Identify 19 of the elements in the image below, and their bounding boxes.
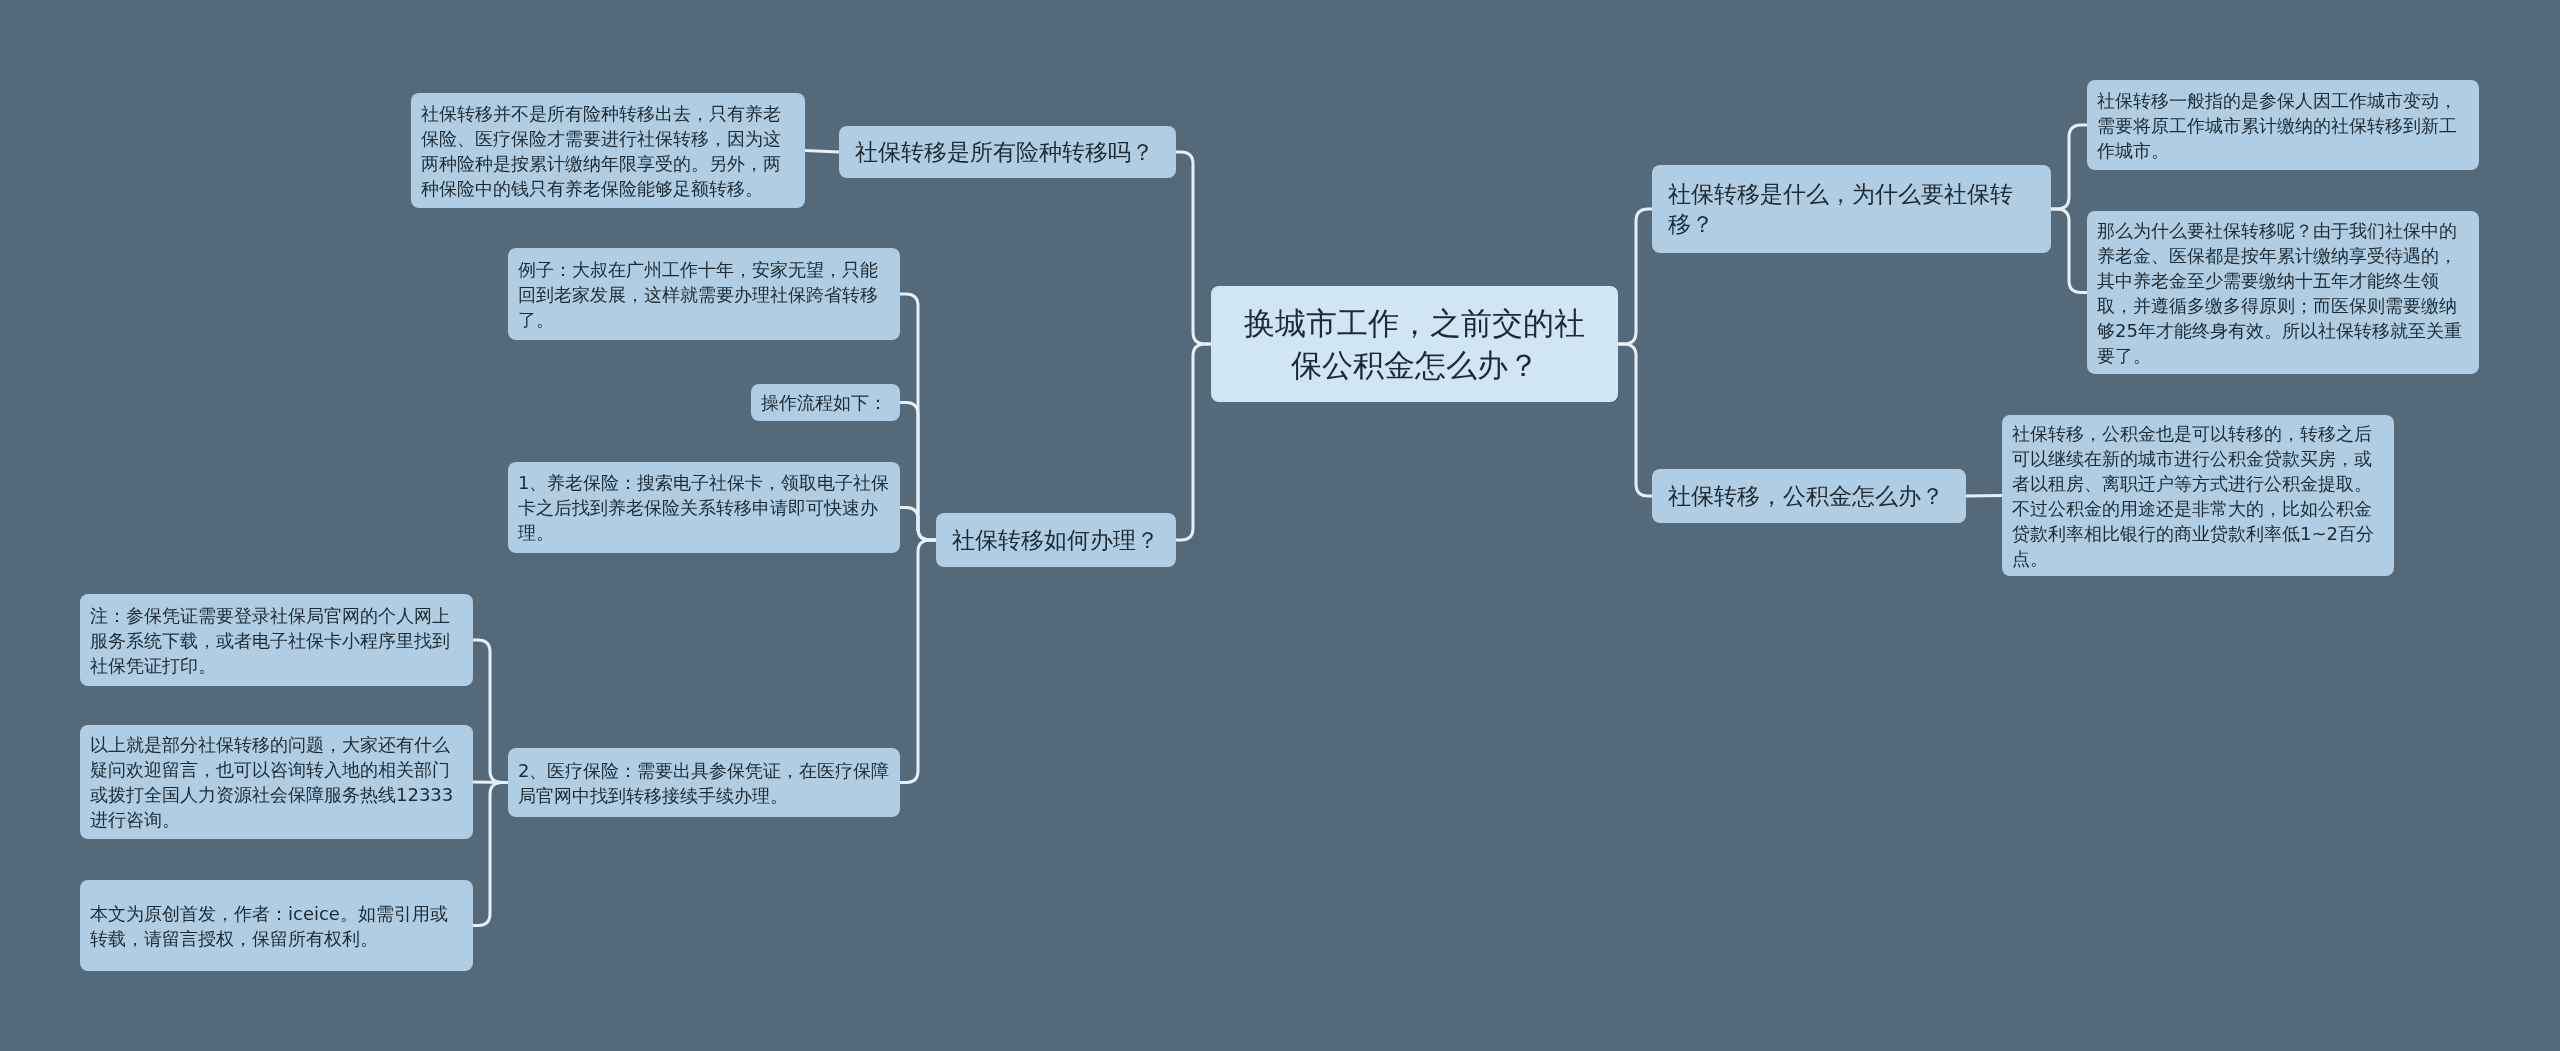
topic-box: 社保转移是所有险种转移吗？ [839,126,1176,178]
note-box: 社保转移，公积金也是可以转移的，转移之后可以继续在新的城市进行公积金贷款买房，或者以租房、离职迁户等方式进行公积金提取。不过公积金的用途还是非常大的，比如公积金贷款利率相比银行的商业贷款利率低1~2百分点。 [2002,415,2394,576]
note-box: 2、医疗保险：需要出具参保凭证，在医疗保障局官网中找到转移接续手续办理。 [508,748,900,817]
topic-box: 社保转移，公积金怎么办？ [1652,469,1966,523]
note-box: 例子：大叔在广州工作十年，安家无望，只能回到老家发展，这样就需要办理社保跨省转移了。 [508,248,900,340]
connector-line [2051,207,2087,294]
note-box: 社保转移并不是所有险种转移出去，只有养老保险、医疗保险才需要进行社保转移，因为这两种险种是按累计缴纳年限享受的。另外，两种保险中的钱只有养老保险能够足额转移。 [411,93,805,208]
note-box: 本文为原创首发，作者：iceice。如需引用或转载，请留言授权，保留所有权利。 [80,880,473,971]
connector-line [1965,494,2003,498]
topic-box: 社保转移如何办理？ [936,513,1176,567]
connector-line [804,149,840,154]
note-box: 注：参保凭证需要登录社保局官网的个人网上服务系统下载，或者电子社保卡小程序里找到社保凭证打印。 [80,594,473,686]
note-box: 1、养老保险：搜索电子社保卡，领取电子社保卡之后找到养老保险关系转移申请即可快速办理。 [508,462,900,553]
note-box: 社保转移一般指的是参保人因工作城市变动，需要将原工作城市累计缴纳的社保转移到新工作城市。 [2087,80,2479,170]
central-topic-box: 换城市工作，之前交的社保公积金怎么办？ [1211,286,1618,402]
note-box: 操作流程如下： [751,384,900,421]
note-box: 那么为什么要社保转移呢？由于我们社保中的养老金、医保都是按年累计缴纳享受待遇的，其中养老金至少需要缴纳十五年才能终生领取，并遵循多缴多得原则；而医保则需要缴纳够25年才能终身有效。所以社保转移就至关重要了。 [2087,211,2479,374]
note-box: 以上就是部分社保转移的问题，大家还有什么疑问欢迎留言，也可以咨询转入地的相关部门或拨打全国人力资源社会保障服务热线12333进行咨询。 [80,725,473,839]
topic-box: 社保转移是什么，为什么要社保转移？ [1652,165,2051,253]
